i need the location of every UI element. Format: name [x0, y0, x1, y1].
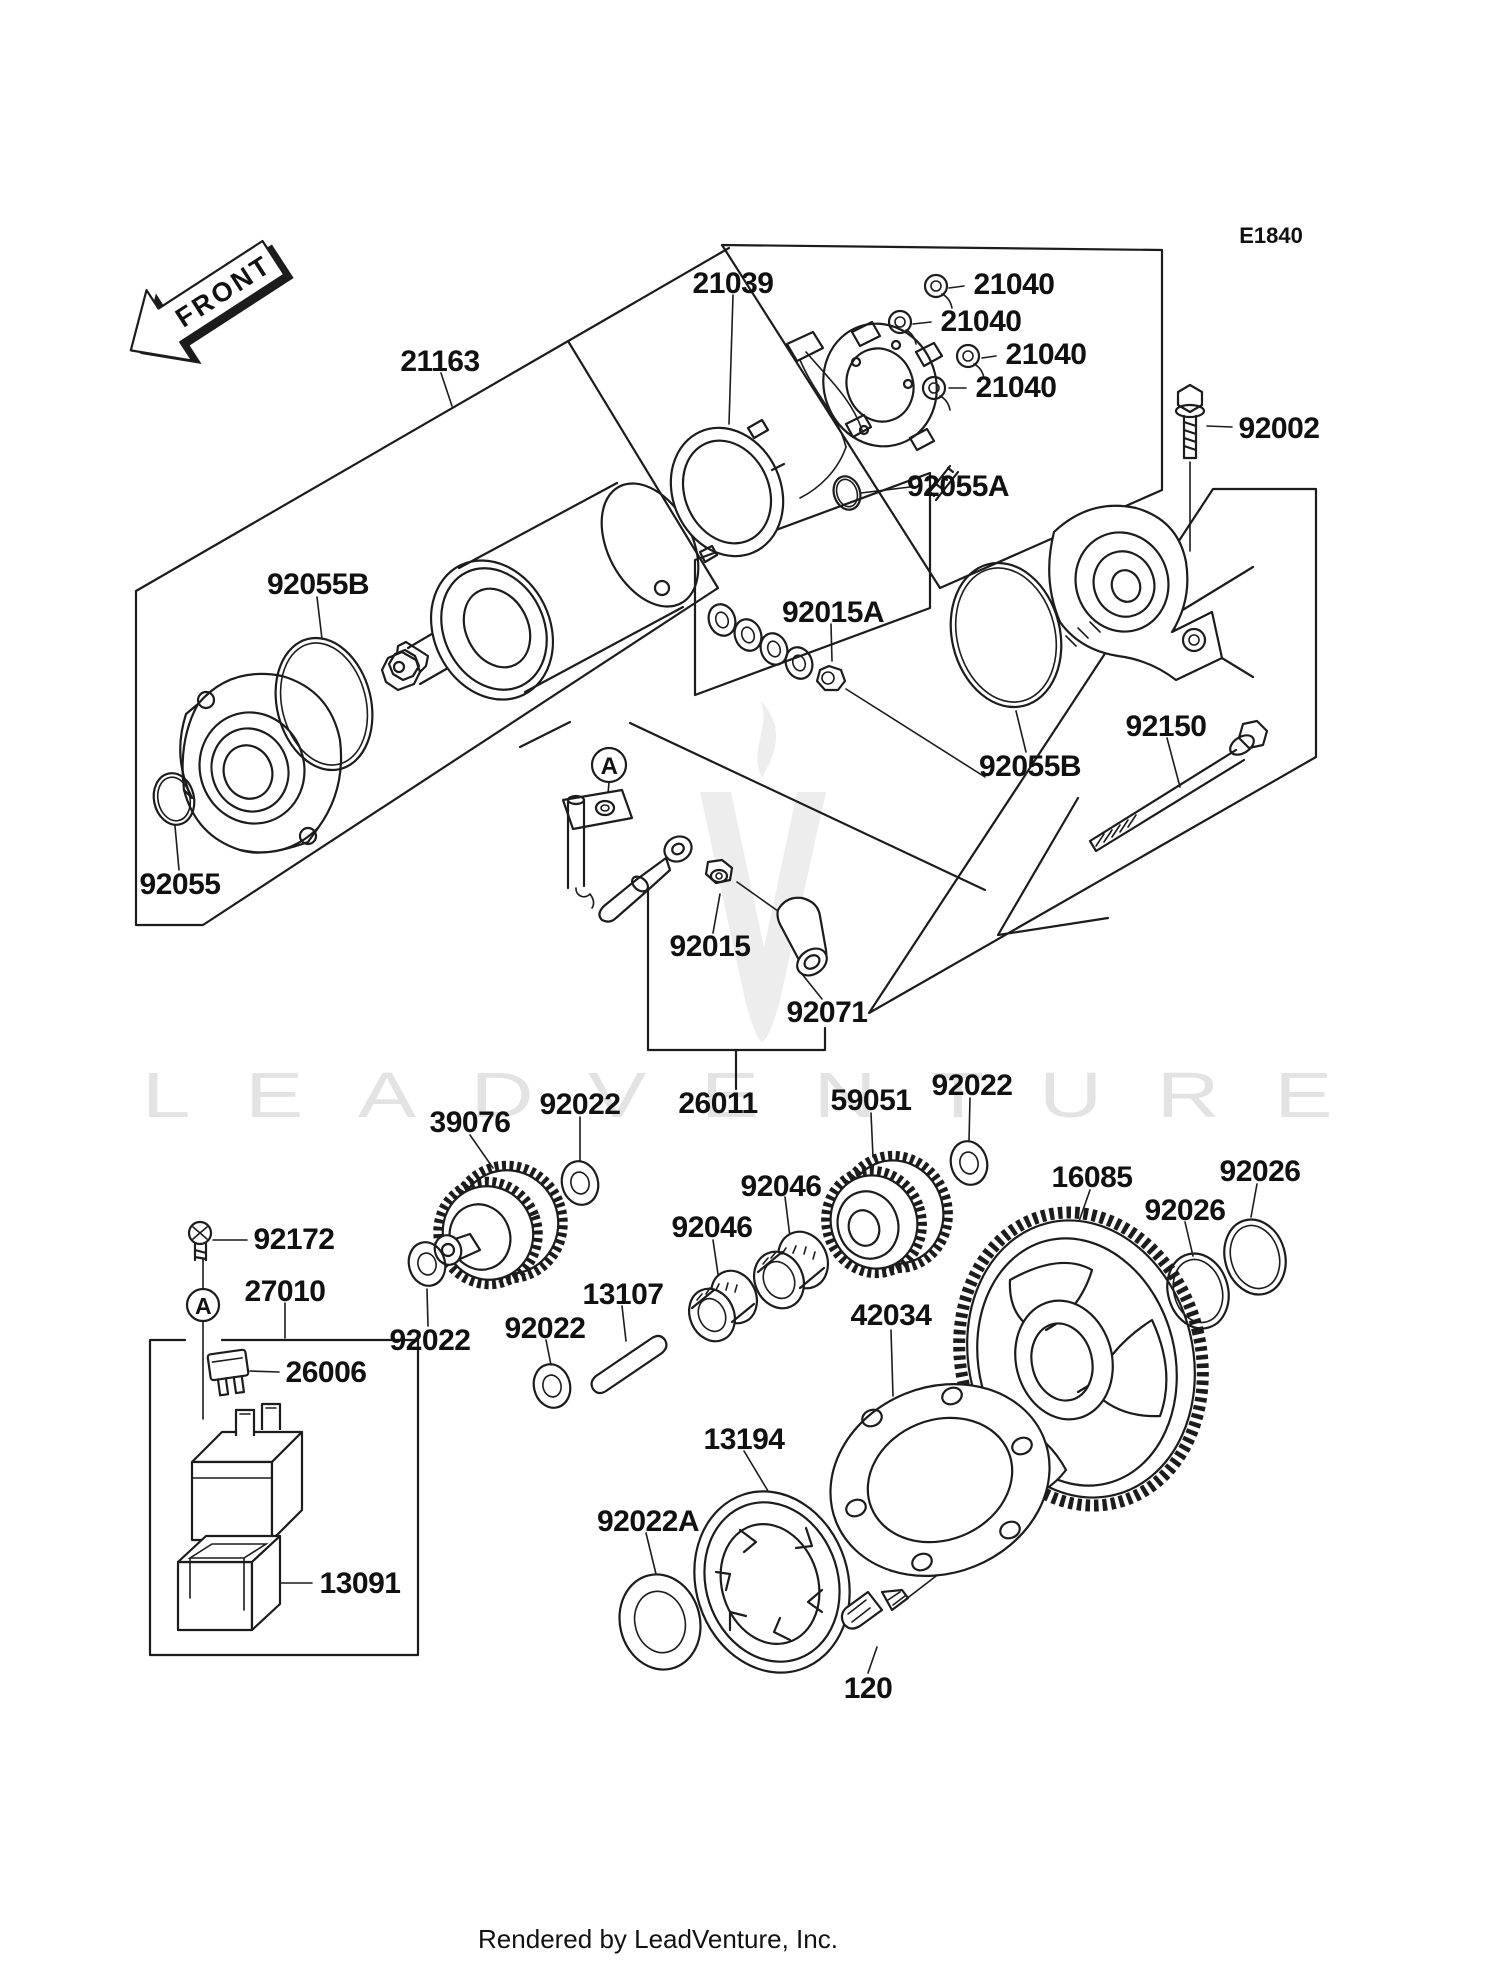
washers-92022	[407, 1140, 989, 1409]
part-label-92002-6: 92002	[1239, 412, 1320, 445]
part-label-21039-1: 21039	[693, 267, 774, 300]
watermark-text: LEADVENTURE	[142, 1059, 1387, 1131]
part-label-92022A-33: 92022A	[597, 1505, 699, 1538]
part-label-21040-3: 21040	[941, 305, 1022, 338]
part-label-92150-10: 92150	[1126, 710, 1207, 743]
part-label-26011-15: 26011	[678, 1087, 757, 1120]
gear-39076	[433, 1160, 568, 1290]
part-label-92172-25: 92172	[254, 1223, 335, 1256]
part-label-42034-30: 42034	[851, 1299, 933, 1332]
bolt-92150	[1088, 719, 1269, 853]
diagram-code: E1840	[1239, 223, 1303, 248]
part-label-92015A-9: 92015A	[782, 596, 884, 629]
part-label-92046-20: 92046	[741, 1170, 822, 1203]
plate-42034	[829, 1383, 1051, 1577]
relay-27010-drawing	[190, 1402, 304, 1542]
part-label-92022-28: 92022	[505, 1312, 586, 1345]
bearing-92046-lower	[687, 1269, 759, 1343]
part-label-92022-16: 92022	[540, 1088, 621, 1121]
oring-92055	[152, 772, 196, 826]
brush-holder-assembly-drawing	[669, 320, 960, 564]
part-label-92046-21: 92046	[672, 1211, 753, 1244]
pin-13107	[590, 1334, 668, 1395]
part-label-21040-4: 21040	[1006, 338, 1087, 371]
bolt-92002	[1174, 383, 1206, 460]
front-cover-drawing	[179, 672, 343, 854]
part-label-21163-0: 21163	[400, 345, 479, 378]
part-label-92055B-8: 92055B	[267, 568, 369, 601]
terminal-92071	[776, 896, 828, 977]
part-label-92055A-7: 92055A	[907, 470, 1009, 503]
detail-marker-a2: A	[185, 1287, 221, 1323]
front-direction-arrow: FRONT	[129, 239, 294, 364]
part-label-13107-29: 13107	[583, 1278, 664, 1311]
part-label-92055-12: 92055	[140, 868, 221, 901]
part-label-92026-23: 92026	[1145, 1194, 1226, 1227]
part-label-21040-5: 21040	[976, 371, 1057, 404]
part-label-92055B-11: 92055B	[979, 750, 1081, 783]
one-way-clutch-13194	[693, 1490, 851, 1674]
part-label-26006-31: 26006	[286, 1356, 367, 1389]
detail-marker-a2-label: A	[195, 1293, 211, 1319]
starter-motor-drawing	[380, 481, 700, 701]
bearing-92046-upper	[753, 1230, 829, 1310]
detail-marker-a1: A	[590, 746, 628, 784]
part-label-92015-13: 92015	[670, 930, 751, 963]
part-label-16085-22: 16085	[1052, 1161, 1133, 1194]
leader-lines	[174, 285, 1258, 1674]
nut-92015	[704, 858, 734, 885]
part-label-92026-24: 92026	[1220, 1155, 1301, 1188]
end-cover-drawing	[1048, 504, 1224, 682]
part-label-21040-2: 21040	[974, 268, 1055, 301]
detail-marker-a1-label: A	[601, 753, 618, 780]
part-label-13091-34: 13091	[320, 1567, 401, 1600]
footer-credit: Rendered by LeadVenture, Inc.	[478, 1924, 838, 1954]
fuse-26006	[206, 1348, 250, 1397]
bolt-120	[840, 1588, 910, 1630]
oring-92055B-left	[274, 636, 374, 772]
oring-92055B-right	[949, 561, 1063, 709]
battery-cable-drawing	[561, 788, 693, 923]
cap-13091-drawing	[176, 1534, 282, 1632]
part-label-120-35: 120	[844, 1672, 893, 1705]
washer-92022A	[618, 1573, 702, 1671]
part-label-92071-14: 92071	[787, 996, 868, 1029]
part-label-59051-17: 59051	[831, 1084, 912, 1117]
part-label-92022-27: 92022	[390, 1324, 471, 1357]
washer-stack-92015A	[707, 603, 847, 692]
part-label-92022-18: 92022	[932, 1069, 1013, 1102]
leadventure-watermark: LEADVENTURE	[142, 700, 1387, 1131]
gear-59051	[821, 1150, 953, 1279]
small-oring-92055A	[832, 475, 862, 511]
snap-rings-92026	[1166, 1218, 1287, 1330]
part-label-13194-32: 13194	[704, 1423, 786, 1456]
screw-92172	[187, 1220, 213, 1262]
brush-spring-icons	[887, 273, 985, 411]
part-label-39076-19: 39076	[430, 1106, 511, 1139]
part-label-27010-26: 27010	[245, 1275, 326, 1308]
